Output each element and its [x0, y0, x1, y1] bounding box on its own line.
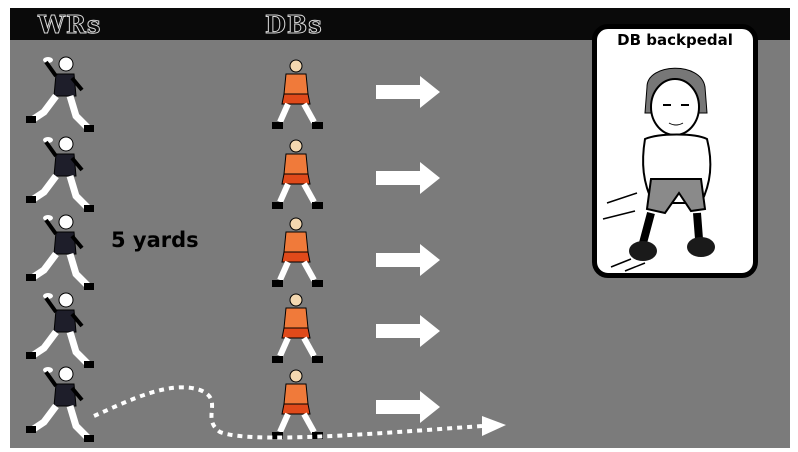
db-backpedal-illustration-icon: [601, 53, 749, 273]
backpedal-card: DB backpedal: [592, 24, 758, 278]
card-title: DB backpedal: [597, 31, 753, 49]
backpedal-arrow-icon: [376, 391, 440, 423]
backpedal-arrow-icon: [376, 315, 440, 347]
backpedal-arrow-icon: [376, 244, 440, 276]
drill-diagram: WRs DBs: [10, 8, 790, 448]
backpedal-arrow-icon: [376, 162, 440, 194]
backpedal-arrow-icon: [376, 76, 440, 108]
route-arrowhead-icon: [482, 416, 506, 436]
